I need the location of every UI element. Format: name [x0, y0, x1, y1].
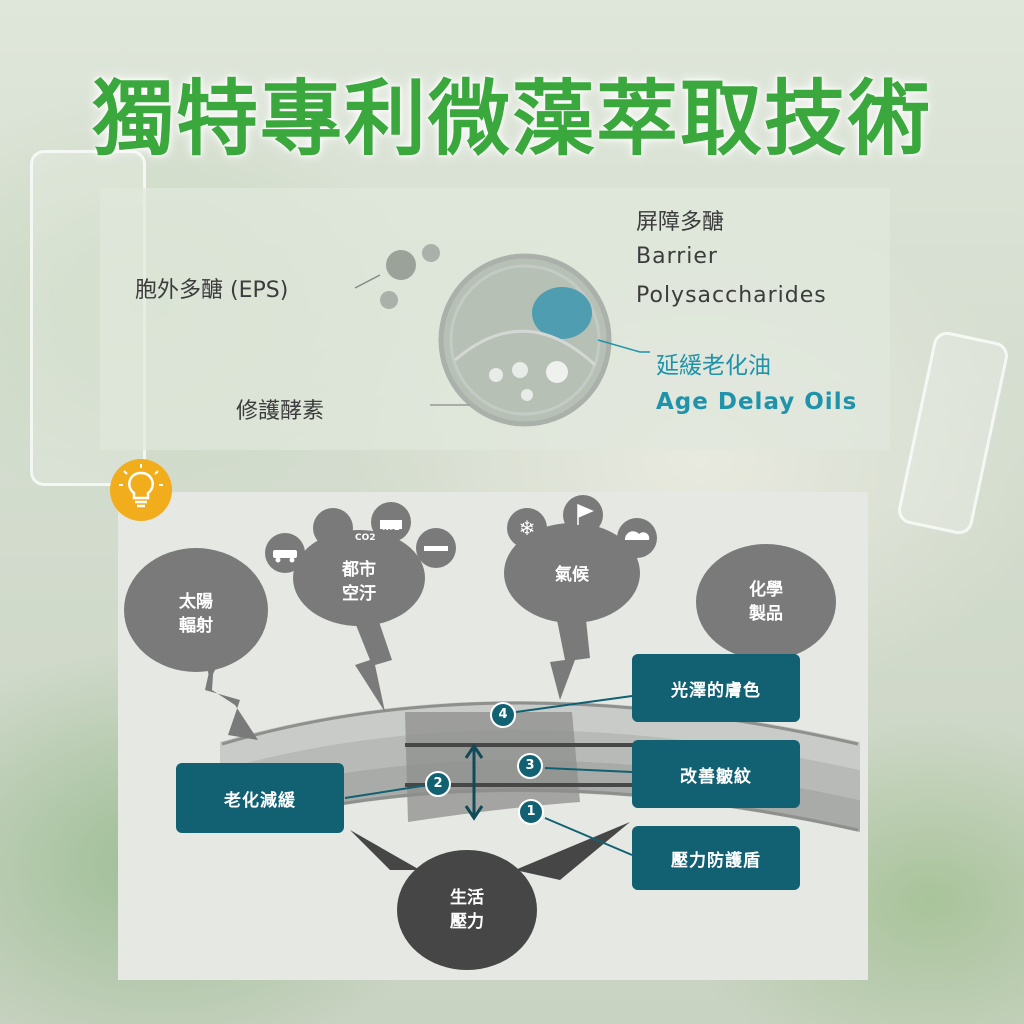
stress-spike-left — [350, 830, 420, 870]
sun-bubble — [124, 548, 268, 672]
tag-shield: 壓力防護盾 — [632, 826, 800, 890]
marker-4 — [490, 702, 516, 728]
eps-leader-line — [354, 274, 381, 289]
skin-cross-section — [405, 712, 580, 822]
barrier-label-en-2: Polysaccharides — [636, 283, 827, 308]
rain-cloud-icon — [624, 531, 650, 540]
glow-leader — [515, 695, 633, 713]
shield-leader — [544, 817, 633, 856]
city-bubble — [293, 530, 425, 626]
marker-1-label: 1 — [526, 804, 536, 819]
lightbulb-icon — [119, 464, 163, 508]
stress-bubble-text: 生活 壓力 — [450, 888, 484, 932]
city-bubble-text: 都市 空汙 — [342, 560, 376, 604]
car-icon — [273, 550, 297, 558]
climate-bubble-text: 氣候 — [555, 565, 589, 585]
factory-label: PM2.5 — [378, 528, 404, 536]
wrinkle-leader — [544, 767, 633, 773]
cell-inner-curve-icon — [454, 329, 597, 367]
marker-4-label: 4 — [498, 707, 508, 722]
eps-dot-icon — [380, 291, 398, 309]
marker-2 — [425, 771, 451, 797]
snowflake-icon: ❄ — [519, 516, 536, 540]
eps-label: 胞外多醣 (EPS) — [135, 278, 289, 303]
snowflake-icon-bg — [507, 508, 547, 548]
chemical-bubble-text: 化學 製品 — [749, 580, 783, 624]
page-title: 獨特專利微藻萃取技術 — [91, 71, 932, 167]
stress-spike-right — [515, 822, 630, 880]
climate-bubble — [504, 523, 640, 623]
cell-nucleus-icon — [532, 287, 592, 339]
climate-bolt — [550, 610, 590, 700]
sun-bubble-text: 太陽 輻射 — [179, 592, 213, 636]
co2-label: CO2 — [355, 533, 376, 543]
factory-icon — [380, 520, 402, 530]
oil-label-cn: 延緩老化油 — [656, 353, 771, 379]
oil-droplet-icon — [489, 368, 503, 382]
chemical-bubble — [696, 544, 836, 660]
eps-dot-icon — [386, 250, 416, 280]
aging-leader — [344, 784, 429, 799]
barrier-label-en-1: Barrier — [636, 244, 718, 269]
marker-2-label: 2 — [433, 776, 443, 791]
marker-1 — [518, 799, 544, 825]
tag-wrinkle: 改善皺紋 — [632, 740, 800, 808]
barrier-label-cn: 屏障多醣 — [636, 210, 725, 235]
eps-dot-icon — [422, 244, 440, 262]
tag-aging: 老化減緩 — [176, 763, 344, 833]
marker-3 — [517, 753, 543, 779]
oil-droplet-icon — [521, 389, 533, 401]
oil-leader-line — [597, 339, 641, 353]
oil-droplet-icon — [546, 361, 568, 383]
cigarette-icon — [424, 546, 448, 551]
oil-label-en: Age Delay Oils — [656, 389, 858, 415]
city-bolt — [350, 610, 392, 712]
sun-bolt — [205, 645, 258, 740]
oil-droplet-icon — [512, 362, 528, 378]
marker-3-label: 3 — [525, 758, 535, 773]
stress-bubble — [397, 850, 537, 970]
flag-icon — [577, 503, 594, 525]
co2-icon-bg — [313, 508, 353, 548]
tag-glow: 光澤的膚色 — [632, 654, 800, 722]
enzyme-label: 修護酵素 — [236, 399, 325, 424]
lightbulb-badge — [110, 459, 172, 521]
